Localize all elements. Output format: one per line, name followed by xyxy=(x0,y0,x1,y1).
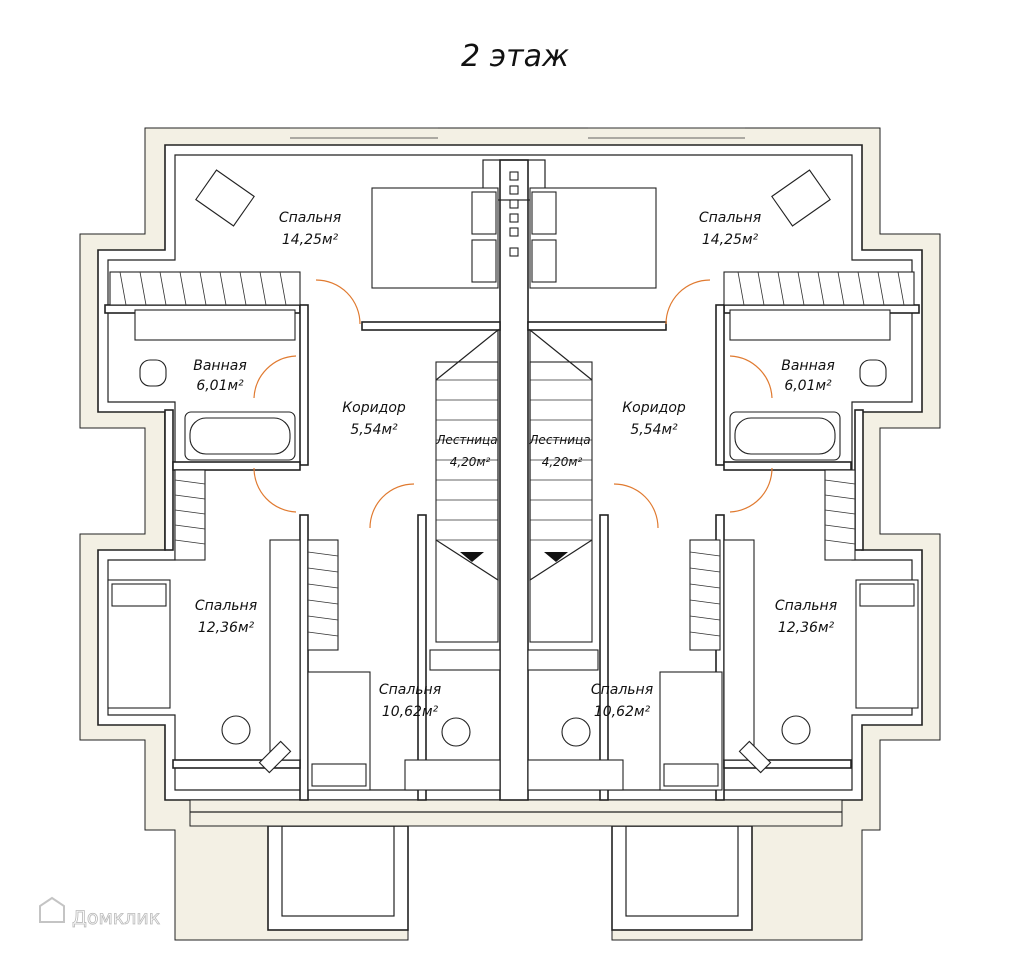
room-area-bedroom-mid-right: 12,36м² xyxy=(778,620,835,636)
interior-partitions xyxy=(104,304,920,801)
room-labels: Спальня 14,25м² Спальня 14,25м² Ванная 6… xyxy=(193,210,837,720)
room-name-bedroom-mid-left: Спальня xyxy=(195,598,257,614)
room-area-stair-right: 4,20м² xyxy=(542,455,583,469)
room-area-bedroom-top-left: 14,25м² xyxy=(282,232,339,248)
vent-shafts xyxy=(509,171,519,257)
room-name-corridor-left: Коридор xyxy=(342,400,406,416)
wardrobes xyxy=(109,271,915,761)
room-area-bath-left: 6,01м² xyxy=(196,378,244,394)
floor-title: 2 этаж xyxy=(461,39,569,74)
room-area-corridor-right: 5,54м² xyxy=(630,422,678,438)
watermark: Домклик xyxy=(39,896,161,929)
room-name-stair-right: Лестница xyxy=(528,433,590,447)
door-swings xyxy=(253,279,773,529)
room-name-bath-left: Ванная xyxy=(193,358,247,374)
room-name-bedroom-top-left: Спальня xyxy=(279,210,341,226)
room-area-corridor-left: 5,54м² xyxy=(350,422,398,438)
room-name-bath-right: Ванная xyxy=(781,358,835,374)
room-name-bedroom-top-right: Спальня xyxy=(699,210,761,226)
room-area-stair-left: 4,20м² xyxy=(450,455,491,469)
room-area-bedroom-top-right: 14,25м² xyxy=(702,232,759,248)
beds xyxy=(107,187,919,791)
room-area-bedroom-low-right: 10,62м² xyxy=(594,704,651,720)
room-name-bedroom-low-right: Спальня xyxy=(591,682,653,698)
room-area-bath-right: 6,01м² xyxy=(784,378,832,394)
room-area-bedroom-mid-left: 12,36м² xyxy=(198,620,255,636)
room-name-corridor-right: Коридор xyxy=(622,400,686,416)
staircases xyxy=(429,328,599,671)
bathroom-fixtures xyxy=(134,309,891,461)
central-wall xyxy=(482,159,546,801)
furniture-misc xyxy=(195,169,831,791)
room-name-stair-left: Лестница xyxy=(435,433,497,447)
room-area-bedroom-low-left: 10,62м² xyxy=(382,704,439,720)
room-name-bedroom-low-left: Спальня xyxy=(379,682,441,698)
watermark-text: Домклик xyxy=(72,907,160,929)
room-name-bedroom-mid-right: Спальня xyxy=(775,598,837,614)
